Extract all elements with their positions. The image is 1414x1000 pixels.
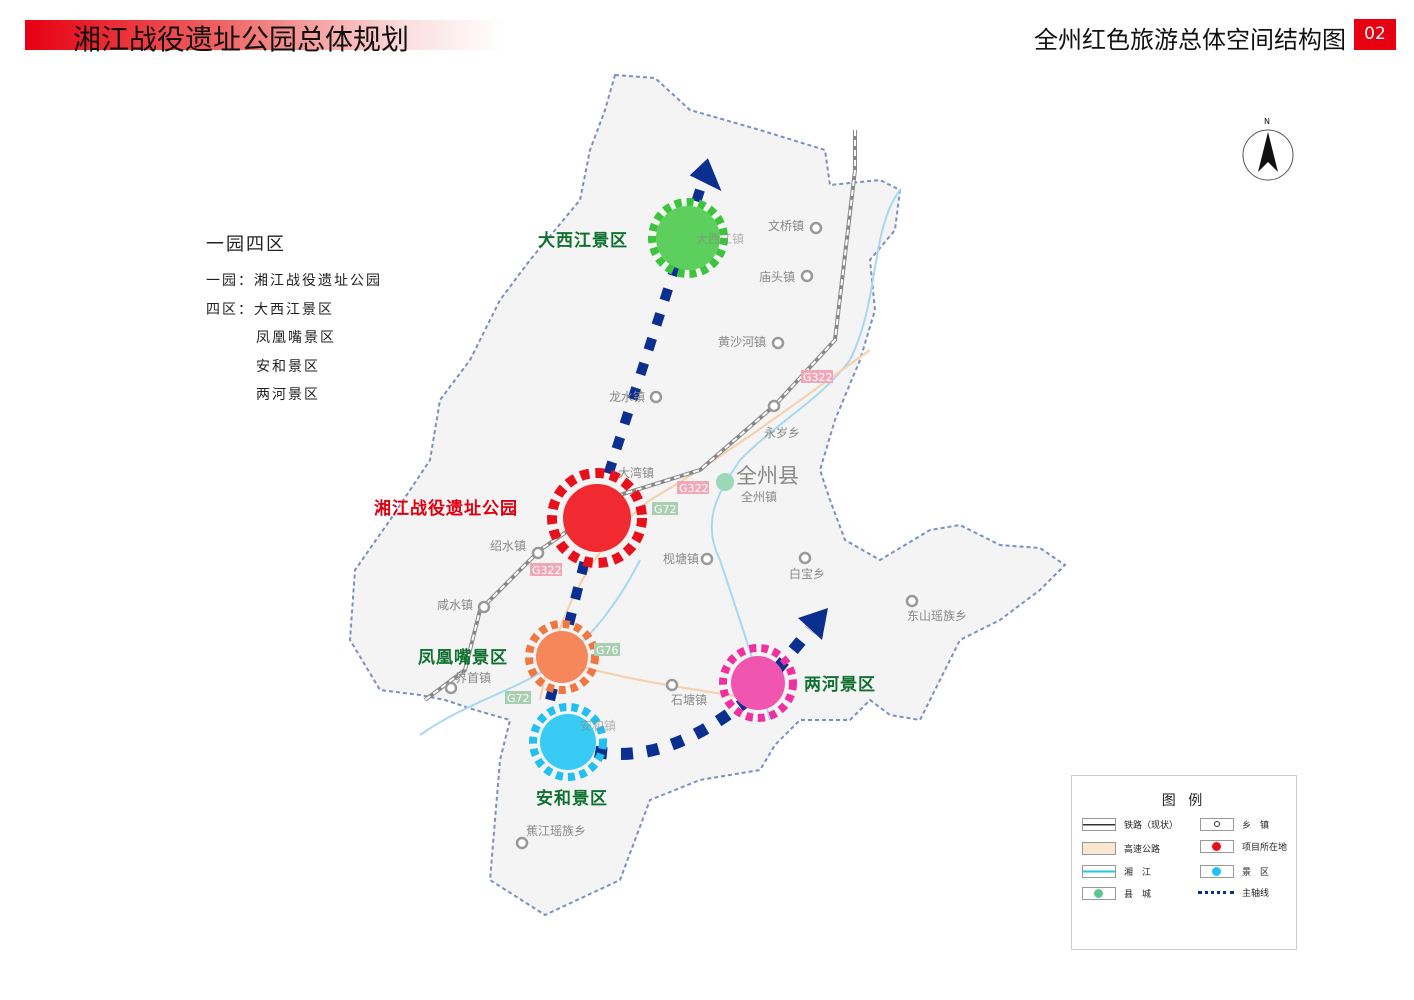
legend-label: 铁路（现状） <box>1124 821 1179 831</box>
compass-label: N <box>1264 117 1270 126</box>
county-seat-marker <box>716 473 734 491</box>
zone-park[interactable] <box>547 468 647 568</box>
road-label: G322 <box>679 482 709 495</box>
map-title: 全州红色旅游总体空间结构图 <box>1034 26 1346 54</box>
xiangjiang-river <box>710 189 901 721</box>
zone-label-fenghuangzui: 凤凰嘴景区 <box>418 648 508 668</box>
railway-dash <box>424 130 856 701</box>
legend-label: 高速公路 <box>1124 845 1161 855</box>
axis-arrow-north-icon <box>689 158 722 192</box>
intro-line: 四区：大西江景区 <box>206 301 334 318</box>
zone-lianghe[interactable] <box>719 644 797 722</box>
legend-label: 乡 镇 <box>1242 821 1270 831</box>
town-label: 东山瑶族乡 <box>907 609 967 623</box>
town-label: 大湾镇 <box>618 465 654 480</box>
town-label: 大西江镇 <box>696 232 744 246</box>
town-markers <box>444 221 919 850</box>
page-number: 02 <box>1354 19 1396 50</box>
intro-title: 一园四区 <box>206 234 286 255</box>
legend-label: 主轴线 <box>1242 889 1270 899</box>
county-seat-label: 全州镇 <box>741 489 777 504</box>
town-swatch <box>1200 818 1234 831</box>
page-title: 湘江战役遗址公园总体规划 <box>73 23 410 56</box>
legend-title: 图 例 <box>1161 793 1207 809</box>
title-bar: 湘江战役遗址公园总体规划 <box>25 20 505 56</box>
zone-daxijiang[interactable] <box>648 198 728 278</box>
town-label: 黄沙河镇 <box>718 335 766 349</box>
town-label: 石塘镇 <box>671 692 707 707</box>
zone-anhe[interactable] <box>529 703 607 781</box>
town-label: 安和镇 <box>580 718 616 733</box>
zone-label-lianghe: 两河景区 <box>804 675 876 695</box>
town-label: 枧塘镇 <box>663 551 699 566</box>
project-site-swatch <box>1200 840 1234 853</box>
town-label: 绍水镇 <box>490 539 526 553</box>
legend: 图 例 铁路（现状） 高速公路 湘 江 县 城 乡 镇 项目所在地 景 区 主轴… <box>1071 775 1297 950</box>
zone-label-park: 湘江战役遗址公园 <box>374 498 518 519</box>
intro-line: 两河景区 <box>256 387 320 403</box>
county-label: 全州县 <box>736 464 799 488</box>
road-label: G72 <box>507 692 530 705</box>
intro-panel: 一园四区 一园：湘江战役遗址公园 四区：大西江景区 凤凰嘴景区 安和景区 两河景… <box>206 230 382 413</box>
north-arrow-icon: N <box>1242 117 1294 181</box>
town-label: 庙头镇 <box>759 270 795 284</box>
town-label: 咸水镇 <box>437 598 473 612</box>
legend-label: 景 区 <box>1242 868 1270 878</box>
zone-label-anhe: 安和景区 <box>536 788 608 809</box>
main-axis-swatch <box>1198 891 1234 894</box>
main-axis-north <box>545 188 705 702</box>
legend-label: 项目所在地 <box>1242 843 1288 853</box>
road-label: G76 <box>596 644 619 657</box>
road-label: G322 <box>803 371 833 384</box>
town-label: 文桥镇 <box>768 218 804 233</box>
zone-label-daxijiang: 大西江景区 <box>538 230 628 251</box>
legend-label: 湘 江 <box>1124 868 1152 878</box>
road-label: G322 <box>532 564 562 577</box>
scenic-zone-swatch <box>1200 865 1234 878</box>
intro-line: 安和景区 <box>256 358 320 375</box>
legend-label: 县 城 <box>1124 890 1152 900</box>
zone-fenghuangzui[interactable] <box>525 620 599 694</box>
axis-arrow-east-icon <box>798 608 828 640</box>
town-label: 蕉江瑶族乡 <box>526 824 586 838</box>
railway-swatch <box>1082 818 1116 831</box>
county-boundary <box>348 73 1067 917</box>
town-label: 界首镇 <box>455 671 491 685</box>
intro-line: 一园：湘江战役遗址公园 <box>206 273 382 289</box>
highway-swatch <box>1082 842 1116 855</box>
intro-line: 凤凰嘴景区 <box>256 330 336 346</box>
river-swatch <box>1082 865 1116 878</box>
town-label: 永岁乡 <box>764 425 800 440</box>
town-label: 白宝乡 <box>789 566 825 581</box>
road-label: G72 <box>654 503 677 516</box>
county-swatch <box>1082 887 1116 900</box>
town-label: 龙水镇 <box>609 390 645 404</box>
